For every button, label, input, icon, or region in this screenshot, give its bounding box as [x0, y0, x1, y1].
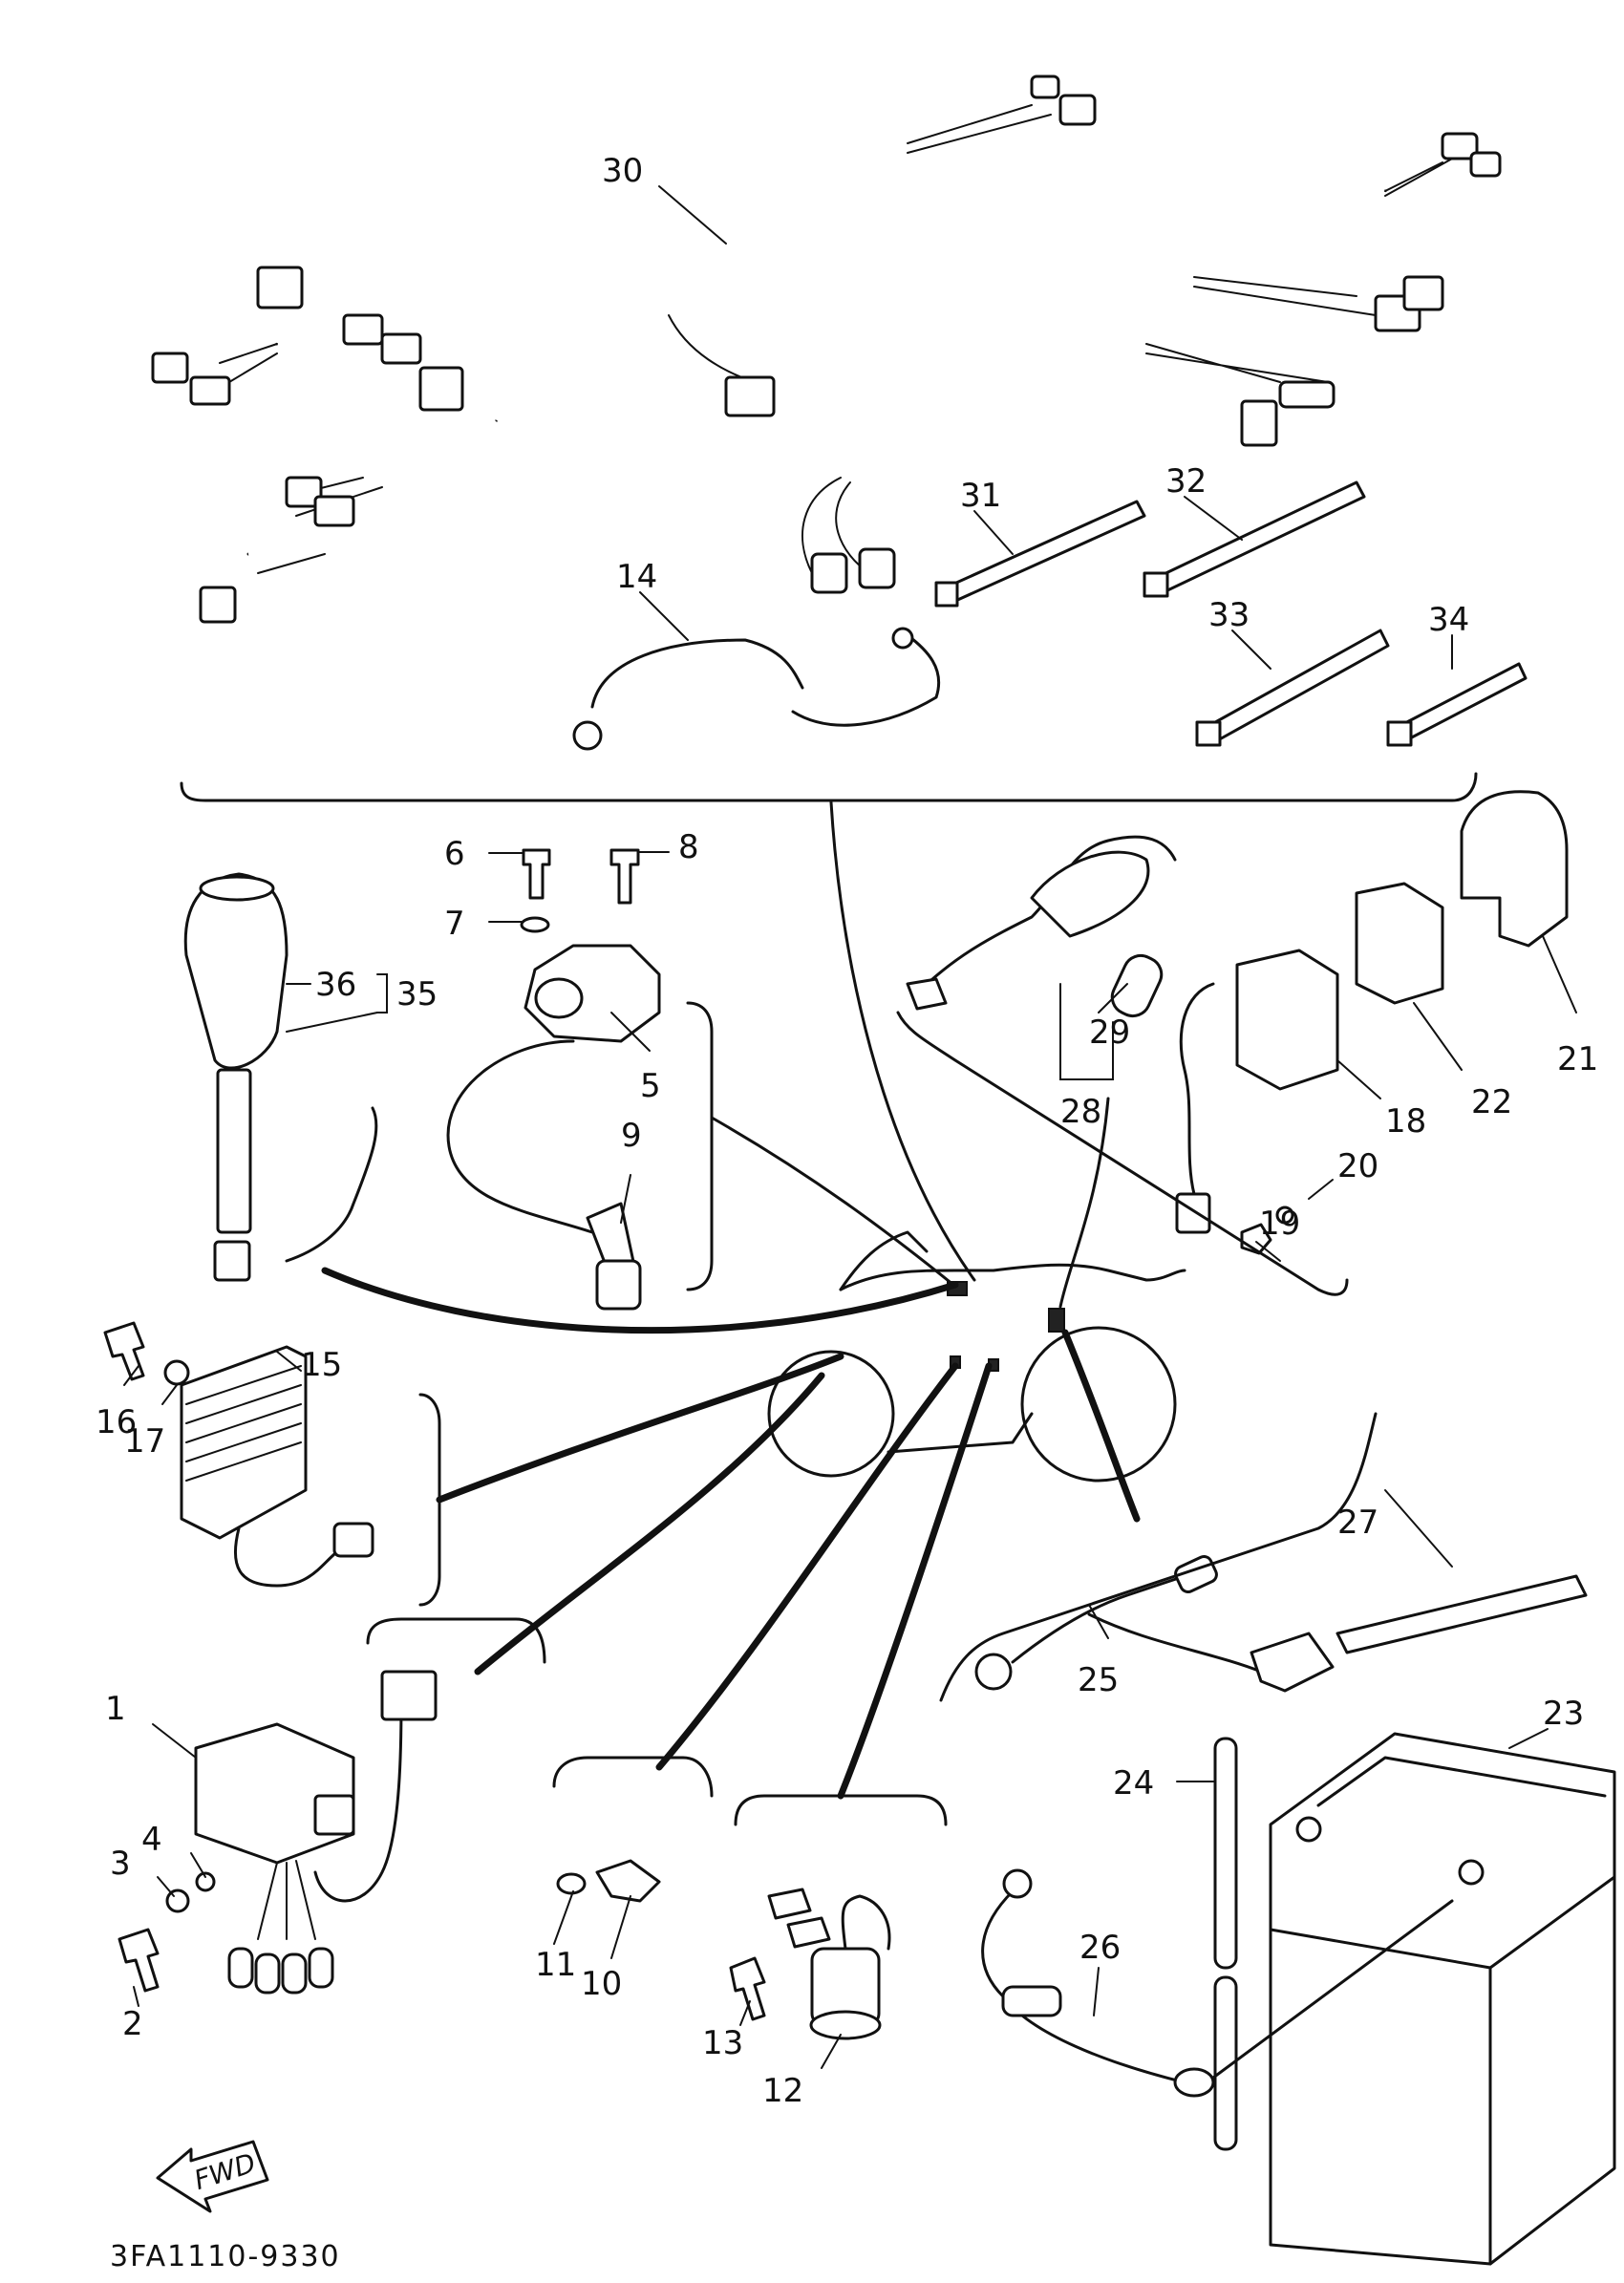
part-label-36: 36: [315, 966, 356, 1004]
part-label-34: 34: [1428, 601, 1469, 639]
part-label-22: 22: [1471, 1083, 1512, 1121]
motorcycle-outline: [767, 1230, 1186, 1483]
part-label-17: 17: [124, 1422, 165, 1461]
band-33-head: [1195, 720, 1222, 747]
part-label-7: 7: [444, 905, 465, 943]
part-label-4: 4: [141, 1821, 162, 1859]
part-label-30: 30: [602, 152, 643, 190]
band-33: [1207, 629, 1390, 743]
rectifier-regulator: [103, 1321, 374, 1588]
part-label-19: 19: [1259, 1205, 1300, 1243]
part-label-1: 1: [105, 1690, 126, 1728]
bracket-coil: [686, 1001, 714, 1291]
connector-plug: [313, 495, 355, 527]
part-label-26: 26: [1079, 1929, 1121, 1967]
part-label-9: 9: [621, 1117, 642, 1155]
wire-harness: [151, 75, 1502, 624]
part-label-6: 6: [444, 835, 465, 873]
part-label-2: 2: [122, 2005, 143, 2043]
band-32-head: [1143, 571, 1169, 598]
part-label-20: 20: [1337, 1147, 1378, 1185]
part-label-32: 32: [1165, 462, 1207, 501]
part-label-16: 16: [96, 1403, 137, 1441]
part-location-marker: [1048, 1308, 1065, 1333]
part-label-24: 24: [1113, 1764, 1154, 1803]
bracket-battery: [939, 1412, 1378, 1702]
part-label-27: 27: [1337, 1504, 1378, 1542]
part-label-33: 33: [1208, 596, 1250, 634]
connector-plug: [810, 552, 848, 594]
band-34: [1398, 662, 1528, 742]
starter-switch: [729, 1794, 948, 2040]
leader-lines: [123, 185, 1577, 2069]
neutral-switch: [552, 1756, 714, 1903]
part-label-18: 18: [1385, 1102, 1426, 1141]
part-labels: 30 31 32 33 34 14 6 7 8 36 35 5 9 28 29 …: [96, 152, 1598, 2110]
connector-plug: [285, 476, 323, 508]
relay-21: [1460, 790, 1569, 948]
part-label-28: 28: [1060, 1093, 1101, 1131]
connector-plug: [151, 352, 189, 384]
fwd-arrow: FWD: [156, 2140, 269, 2213]
battery-leads: [974, 1554, 1454, 2098]
diagram-code: 3FA1110-9330: [110, 2240, 341, 2273]
bracket-neutral: [552, 1756, 714, 1798]
connector-plug: [380, 332, 422, 365]
cdi-unit: [118, 1617, 546, 1995]
band-34-head: [1386, 720, 1413, 747]
fuse-holder: [906, 835, 1177, 1018]
main-switch: [183, 872, 288, 1282]
coupler: [1402, 275, 1444, 311]
part-label-29: 29: [1089, 1013, 1130, 1052]
connector-plug: [1058, 94, 1097, 126]
group-bracket-top: [180, 772, 1478, 802]
battery-band: [1336, 1574, 1588, 1654]
connector-plug: [1030, 75, 1060, 99]
bracket-relays: [896, 1011, 1349, 1296]
coupler: [418, 366, 464, 412]
band-31-head: [934, 581, 959, 608]
breather-hose: [1213, 1737, 1238, 1970]
cable-bands: [934, 480, 1528, 747]
connector-plug: [342, 313, 384, 346]
part-label-35: 35: [396, 975, 438, 1013]
coupler: [256, 266, 304, 309]
part-label-14: 14: [616, 558, 657, 596]
part-label-8: 8: [678, 828, 699, 866]
connector-plug: [1469, 151, 1502, 178]
band-31: [944, 500, 1146, 604]
part-label-31: 31: [960, 477, 1001, 515]
part-label-3: 3: [110, 1845, 131, 1883]
connector-plug: [1278, 380, 1336, 409]
bracket-switch: [285, 1106, 378, 1263]
connector-plug: [1441, 132, 1479, 160]
part-label-10: 10: [581, 1965, 622, 2003]
connector-plug: [189, 375, 231, 406]
coupler: [724, 375, 776, 417]
part-label-13: 13: [702, 2024, 743, 2062]
part-label-23: 23: [1543, 1695, 1584, 1733]
connector-plug: [858, 547, 896, 589]
starter-relay: [1175, 949, 1339, 1255]
part-label-25: 25: [1078, 1661, 1119, 1699]
pointer-lines: [321, 800, 1141, 1800]
connector-plug: [199, 586, 237, 624]
part-label-12: 12: [762, 2072, 803, 2110]
coupler: [1240, 399, 1278, 447]
part-label-21: 21: [1557, 1040, 1598, 1078]
part-label-11: 11: [535, 1946, 576, 1984]
lead-wire-14: [572, 627, 941, 751]
ignition-coil: [446, 848, 661, 1311]
part-label-15: 15: [301, 1346, 342, 1384]
bracket-starter: [734, 1794, 948, 1826]
relay-22: [1355, 882, 1444, 1005]
part-label-5: 5: [640, 1067, 661, 1105]
battery: [1269, 1732, 1616, 2266]
bracket-rectifier: [418, 1393, 441, 1607]
breather-hose-lower: [1213, 1975, 1238, 2151]
bracket-cdi: [366, 1617, 546, 1664]
